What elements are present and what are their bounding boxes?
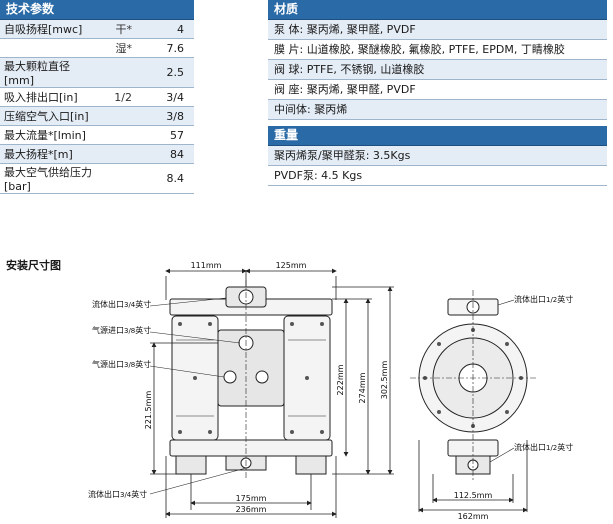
- spec-sub: [98, 57, 136, 88]
- label-side-outlet-bottom: 流体出口1/2英寸: [514, 442, 573, 452]
- spec-value: 57: [136, 125, 194, 145]
- specs-header: 技术参数: [0, 0, 194, 20]
- spec-label: 吸入排出口[in]: [0, 87, 98, 107]
- materials-panel: 材质 泵 体: 聚丙烯, 聚甲醛, PVDF 膜 片: 山道橡胶, 聚醚橡胶, …: [268, 0, 607, 186]
- spec-sub: [98, 125, 136, 145]
- spec-label: [0, 38, 98, 58]
- dim-125: 125mm: [276, 261, 307, 270]
- dim-222: 222mm: [336, 364, 345, 395]
- spec-sub: 干*: [98, 20, 136, 39]
- label-air-out: 气源出口3/8英寸: [92, 359, 151, 369]
- weight-row: PVDF泵: 4.5 Kgs: [268, 166, 607, 186]
- dim-236: 236mm: [236, 505, 267, 514]
- spec-sub: [98, 144, 136, 164]
- label-outlet-bottom: 流体出口3/4英寸: [88, 489, 147, 499]
- spec-label: 压缩空气入口[in]: [0, 106, 98, 126]
- materials-row: 中间体: 聚丙烯: [268, 100, 607, 120]
- spec-row: 压缩空气入口[in] 3/8: [0, 106, 194, 126]
- spec-row: 最大颗粒直径[mm] 2.5: [0, 57, 194, 88]
- weight-row: 聚丙烯泵/聚甲醛泵: 3.5Kgs: [268, 146, 607, 166]
- spec-sub: [98, 163, 136, 194]
- materials-header: 材质: [268, 0, 607, 20]
- spec-row: 最大流量*[lmin] 57: [0, 125, 194, 145]
- spec-label: 最大颗粒直径[mm]: [0, 57, 98, 88]
- install-title: 安装尺寸图: [6, 259, 61, 272]
- spec-row: 湿*7.6: [0, 38, 194, 58]
- label-outlet-top: 流体出口3/4英寸: [92, 299, 151, 309]
- dim-162: 162mm: [458, 512, 489, 521]
- spec-label: 自吸扬程[mwc]: [0, 20, 98, 39]
- materials-row: 阀 球: PTFE, 不锈钢, 山道橡胶: [268, 60, 607, 80]
- spec-value: 4: [136, 20, 194, 39]
- spec-value: 8.4: [136, 163, 194, 194]
- spec-sub: 1/2: [98, 87, 136, 107]
- spec-label: 最大扬程*[m]: [0, 144, 98, 164]
- bolts: [178, 322, 324, 434]
- dim-302: 302.5mm: [380, 361, 389, 400]
- spec-label: 最大流量*[lmin]: [0, 125, 98, 145]
- dim-175: 175mm: [236, 494, 267, 503]
- materials-row: 膜 片: 山道橡胶, 聚醚橡胶, 氟橡胶, PTFE, EPDM, 丁睛橡胶: [268, 40, 607, 60]
- spec-value: 84: [136, 144, 194, 164]
- spec-value: 2.5: [136, 57, 194, 88]
- spec-value: 7.6: [136, 38, 194, 58]
- dim-274: 274mm: [358, 372, 367, 403]
- dim-111: 111mm: [191, 261, 222, 270]
- spec-value: 3/8: [136, 106, 194, 126]
- pump-front-body: [169, 286, 333, 475]
- spec-label: 最大空气供给压力[bar]: [0, 163, 98, 194]
- dim-112: 112.5mm: [454, 491, 493, 500]
- weight-header: 重量: [268, 126, 607, 146]
- materials-row: 阀 座: 聚丙烯, 聚甲醛, PVDF: [268, 80, 607, 100]
- spec-row: 自吸扬程[mwc]干*4: [0, 20, 194, 39]
- label-side-outlet-top: 流体出口1/2英寸: [514, 294, 573, 304]
- spec-value: 3/4: [136, 87, 194, 107]
- spec-row: 最大扬程*[m] 84: [0, 144, 194, 164]
- dim-221: 221.5mm: [144, 391, 153, 430]
- label-air-in: 气源进口3/8英寸: [92, 325, 151, 335]
- materials-row: 泵 体: 聚丙烯, 聚甲醛, PVDF: [268, 20, 607, 40]
- spec-row: 最大空气供给压力[bar] 8.4: [0, 163, 194, 194]
- spec-sub: [98, 106, 136, 126]
- spec-sub: 湿*: [98, 38, 136, 58]
